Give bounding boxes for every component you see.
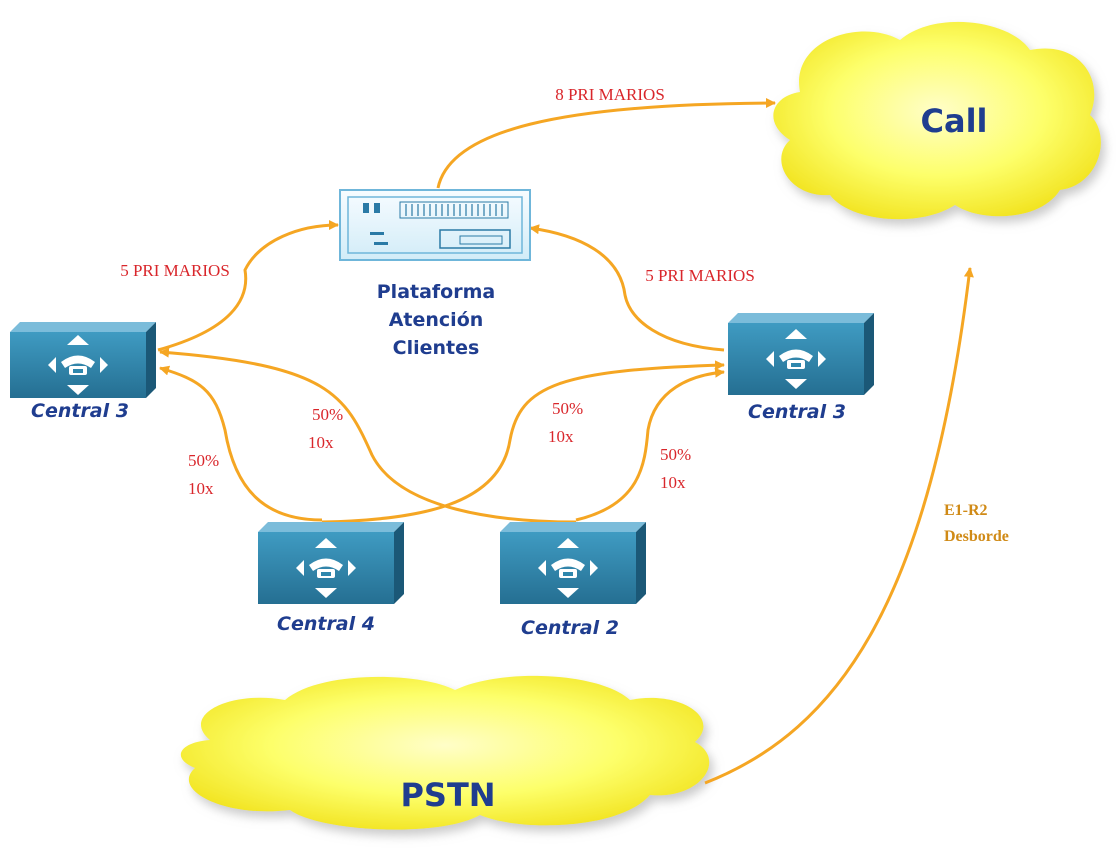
call-cloud [773, 21, 1101, 220]
link-central2-to-right [575, 367, 725, 522]
label-right-to-platform: 5 PRI MARIOS [645, 266, 755, 285]
link-platform-to-call [436, 98, 776, 189]
switch-bottom-left-label: Central 4 [277, 613, 375, 635]
switch-right-label: Central 3 [748, 401, 846, 423]
link-central4-to-left [159, 365, 323, 522]
platform-label-line1: Plataforma [377, 281, 495, 303]
label-low-left-x: 10x [188, 479, 214, 498]
pstn-label: PSTN [400, 776, 495, 814]
label-low-left-pct: 50% [188, 451, 219, 470]
switch-bottom-right-label: Central 2 [521, 617, 619, 639]
label-pstn-line1: E1-R2 [944, 502, 988, 519]
platform-label-line2: Atención [389, 309, 484, 331]
switch-right [728, 313, 874, 395]
link-central2-to-left [159, 347, 577, 524]
label-mid-right-pct: 50% [552, 399, 583, 418]
label-mid-left-x: 10x [308, 433, 334, 452]
link-pstn-to-call [704, 267, 974, 785]
label-low-right-x: 10x [660, 473, 686, 492]
label-platform-to-call: 8 PRI MARIOS [555, 85, 665, 104]
link-left-to-platform [157, 220, 339, 352]
platform-server [339, 189, 531, 261]
switch-bottom-left [258, 522, 404, 604]
label-left-to-platform: 5 PRI MARIOS [120, 261, 230, 280]
pstn-cloud [180, 675, 710, 830]
label-mid-left-pct: 50% [312, 405, 343, 424]
switch-left-label: Central 3 [31, 400, 129, 422]
links [157, 98, 974, 785]
label-pstn-line2: Desborde [944, 528, 1009, 545]
link-right-to-platform [529, 224, 725, 352]
call-label: Call [920, 102, 987, 140]
label-mid-right-x: 10x [548, 427, 574, 446]
label-low-right-pct: 50% [660, 445, 691, 464]
switch-bottom-right [500, 522, 646, 604]
switch-left [10, 322, 156, 398]
link-central4-to-right [321, 360, 725, 524]
platform-label-line3: Clientes [393, 337, 480, 359]
